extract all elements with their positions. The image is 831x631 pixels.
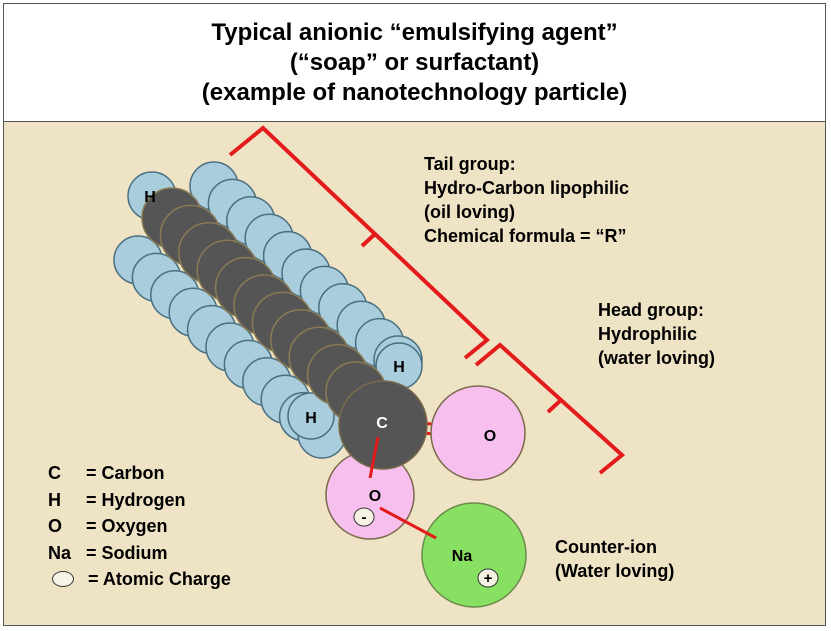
legend-item-sodium: Na = Sodium (48, 540, 231, 567)
head-group-type: Hydrophilic (598, 324, 698, 344)
head-group-heading: Head group: (598, 300, 704, 320)
tail-group-formula: Chemical formula = “R” (424, 226, 627, 246)
head-group-property: (water loving) (598, 348, 716, 368)
atomic-charge-icon (52, 571, 74, 588)
legend-text: = Carbon (86, 463, 165, 483)
tail-group-description: Tail group: Hydro-Carbon lipophilic (oil… (424, 152, 629, 248)
hydrogen-label-right: H (393, 359, 405, 376)
title-line-2: (“soap” or surfactant) (289, 48, 540, 76)
legend-text: = Atomic Charge (88, 569, 231, 589)
head-group-description: Head group: Hydrophilic (water loving) (598, 298, 715, 370)
hydrogen-label-left: H (305, 410, 317, 427)
tail-bracket-tick (360, 232, 377, 248)
oxygen-label-double: O (484, 428, 496, 445)
legend-item-hydrogen: H = Hydrogen (48, 487, 231, 514)
legend-item-charge: = Atomic Charge (48, 566, 231, 593)
hydrogen-label-top: H (144, 189, 156, 206)
oxygen-atom-double (430, 385, 526, 481)
minus-label: - (362, 509, 367, 526)
sodium-atom (421, 502, 527, 608)
hydrogen-atom (287, 392, 335, 440)
carbon-atom (338, 380, 428, 470)
legend: C = Carbon H = Hydrogen O = Oxygen Na = … (48, 460, 231, 593)
legend-symbol: C (48, 463, 61, 483)
legend-symbol: Na (48, 542, 72, 563)
negative-charge-icon (353, 507, 375, 527)
legend-text: = Sodium (86, 542, 168, 563)
oxygen-label-single: O (369, 488, 381, 505)
single-bond-c-o (368, 436, 380, 479)
legend-text: = Oxygen (86, 516, 168, 536)
legend-item-carbon: C = Carbon (48, 460, 231, 487)
head-bracket-tick (546, 398, 563, 414)
legend-text: = Hydrogen (86, 489, 186, 510)
legend-symbol: H (48, 489, 61, 510)
tail-group-type: Hydro-Carbon lipophilic (424, 178, 629, 198)
sodium-label: Na (452, 548, 473, 565)
counter-ion-heading: Counter-ion (555, 537, 657, 557)
plus-label: + (484, 570, 493, 587)
tail-group-property: (oil loving) (424, 202, 515, 222)
diagram-frame: Typical anionic “emulsifying agent” (“so… (3, 3, 826, 626)
title-line-1: Typical anionic “emulsifying agent” (211, 18, 618, 46)
tail-group-heading: Tail group: (424, 154, 516, 174)
counter-ion-description: Counter-ion (Water loving) (555, 535, 674, 583)
legend-item-oxygen: O = Oxygen (48, 513, 231, 540)
positive-charge-icon (477, 568, 499, 588)
title-box: Typical anionic “emulsifying agent” (“so… (4, 4, 825, 122)
title-line-3: (example of nanotechnology particle) (201, 78, 628, 106)
carbon-label: C (376, 415, 388, 432)
counter-ion-property: (Water loving) (555, 561, 675, 581)
legend-symbol: O (48, 516, 63, 536)
ionic-bond-o-na (379, 506, 437, 540)
